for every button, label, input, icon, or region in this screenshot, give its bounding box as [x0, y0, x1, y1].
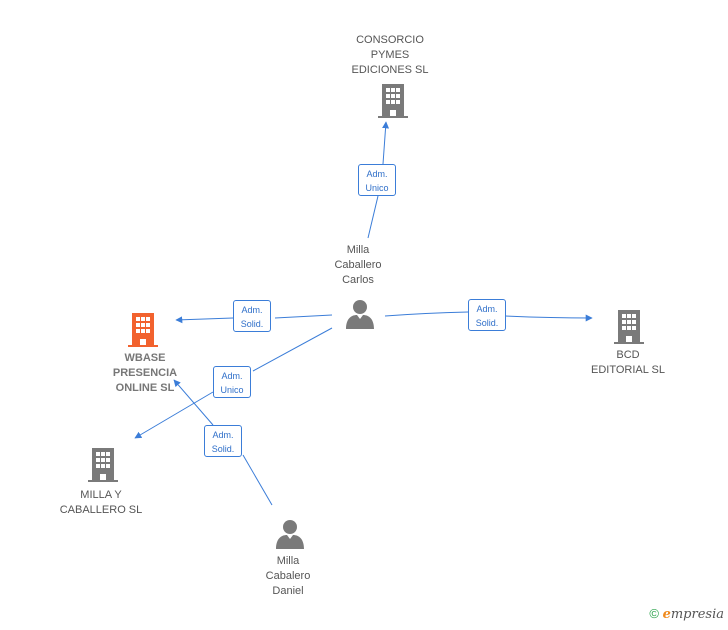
- edge-label-carlos-consorcio[interactable]: Adm. Unico: [358, 164, 396, 196]
- carlos-label-line: Caballero: [334, 259, 382, 271]
- consorcio-building-icon[interactable]: [378, 84, 408, 118]
- daniel-label-line: Daniel: [272, 585, 304, 597]
- carlos-label-line: Carlos: [342, 274, 374, 286]
- edge-label-type: Solid.: [240, 319, 264, 329]
- daniel-label-line: Cabalero: [265, 570, 311, 582]
- edge-label-role: Adm.: [241, 305, 263, 315]
- edge-carlos-milla-caballero-sl: [135, 327, 333, 438]
- edge-label-carlos-bcd[interactable]: Adm. Solid.: [468, 299, 506, 331]
- carlos-person-icon[interactable]: [345, 299, 375, 329]
- edge-label-role: Adm.: [366, 169, 388, 179]
- bcd-label[interactable]: BCD EDITORIAL SL: [578, 348, 678, 378]
- milla-caballero-sl-label-line: MILLA Y: [80, 489, 122, 501]
- wbase-building-icon[interactable]: [128, 313, 158, 347]
- milla-caballero-sl-label-line: CABALLERO SL: [59, 504, 143, 516]
- consorcio-label[interactable]: CONSORCIO PYMES EDICIONES SL: [340, 33, 440, 78]
- edge-label-type: Unico: [365, 183, 389, 193]
- consorcio-label-line: PYMES: [370, 49, 410, 61]
- milla-caballero-sl-building-icon[interactable]: [88, 448, 118, 482]
- consorcio-label-line: CONSORCIO: [356, 34, 424, 46]
- daniel-label[interactable]: Milla Cabalero Daniel: [238, 554, 338, 599]
- bcd-label-line: BCD: [616, 349, 640, 361]
- edge-label-carlos-wbase[interactable]: Adm. Solid.: [233, 300, 271, 332]
- edge-daniel-wbase: [174, 380, 273, 506]
- edge-carlos-consorcio: [367, 122, 386, 239]
- brand-name: mpresia: [670, 607, 724, 622]
- empresia-credit[interactable]: © empresia: [649, 606, 724, 622]
- milla-caballero-sl-label[interactable]: MILLA Y CABALLERO SL: [51, 488, 151, 518]
- consorcio-label-line: EDICIONES SL: [351, 64, 429, 76]
- bcd-building-icon[interactable]: [614, 310, 644, 344]
- edge-label-daniel-wbase[interactable]: Adm. Solid.: [204, 425, 242, 457]
- wbase-label-line: PRESENCIA: [112, 367, 178, 379]
- carlos-label[interactable]: Milla Caballero Carlos: [308, 243, 408, 288]
- copyright-symbol: ©: [649, 606, 659, 621]
- edge-label-carlos-milla-caballero-sl[interactable]: Adm. Unico: [213, 366, 251, 398]
- edge-label-role: Adm.: [221, 371, 243, 381]
- edge-label-type: Unico: [220, 385, 244, 395]
- wbase-label[interactable]: WBASE PRESENCIA ONLINE SL: [95, 351, 195, 396]
- brand-initial: e: [662, 607, 671, 622]
- wbase-label-line: WBASE: [124, 352, 166, 364]
- bcd-label-line: EDITORIAL SL: [591, 364, 665, 376]
- carlos-label-line: Milla: [346, 244, 370, 256]
- edge-carlos-wbase: [176, 315, 333, 320]
- daniel-label-line: Milla: [276, 555, 300, 567]
- daniel-person-icon[interactable]: [275, 519, 305, 549]
- edge-label-role: Adm.: [476, 304, 498, 314]
- edge-label-type: Solid.: [475, 318, 499, 328]
- edge-carlos-bcd: [384, 312, 592, 318]
- wbase-label-line: ONLINE SL: [115, 382, 175, 394]
- edge-label-role: Adm.: [212, 430, 234, 440]
- edge-label-type: Solid.: [211, 444, 235, 454]
